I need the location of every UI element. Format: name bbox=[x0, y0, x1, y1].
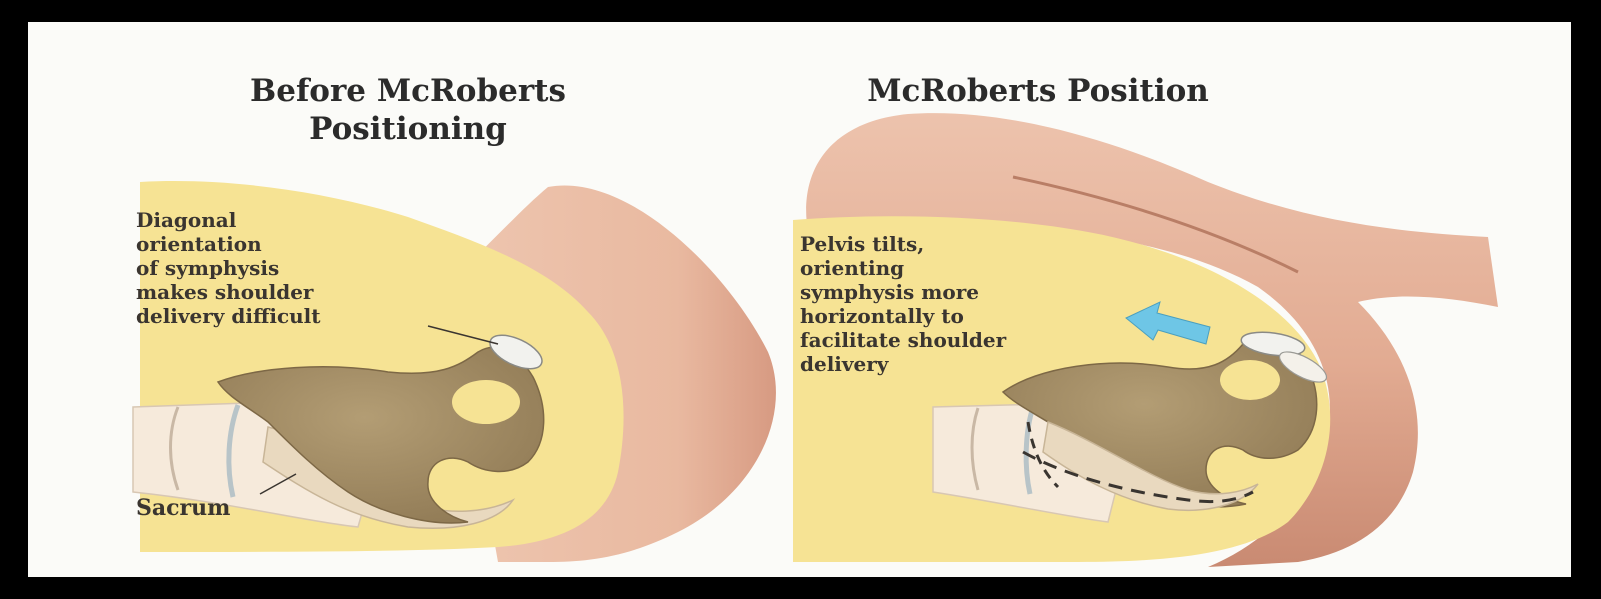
left-annotation-line: delivery difficult bbox=[136, 304, 321, 328]
right-annotation-line: delivery bbox=[800, 352, 1006, 376]
right-annotation-line: orienting bbox=[800, 256, 1006, 280]
right-annotation: Pelvis tilts, orienting symphysis more h… bbox=[800, 232, 1006, 376]
right-obturator-foramen bbox=[1220, 360, 1280, 400]
sacrum-label: Sacrum bbox=[136, 496, 230, 520]
left-annotation-line: of symphysis bbox=[136, 256, 321, 280]
left-title-line: Before McRoberts bbox=[173, 72, 643, 110]
right-title-text: McRoberts Position bbox=[803, 72, 1273, 110]
right-annotation-line: symphysis more bbox=[800, 280, 1006, 304]
left-annotation-line: Diagonal bbox=[136, 208, 321, 232]
left-title-line: Positioning bbox=[173, 110, 643, 148]
right-annotation-line: facilitate shoulder bbox=[800, 328, 1006, 352]
left-panel-title: Before McRoberts Positioning bbox=[173, 72, 643, 148]
left-annotation: Diagonal orientation of symphysis makes … bbox=[136, 208, 321, 328]
right-panel-title: McRoberts Position bbox=[803, 72, 1273, 110]
illustration-panel: Before McRoberts Positioning McRoberts P… bbox=[28, 22, 1571, 577]
left-annotation-line: makes shoulder bbox=[136, 280, 321, 304]
right-annotation-line: horizontally to bbox=[800, 304, 1006, 328]
left-obturator-foramen bbox=[452, 380, 520, 424]
sacrum-label-text: Sacrum bbox=[136, 496, 230, 520]
right-annotation-line: Pelvis tilts, bbox=[800, 232, 1006, 256]
left-annotation-line: orientation bbox=[136, 232, 321, 256]
